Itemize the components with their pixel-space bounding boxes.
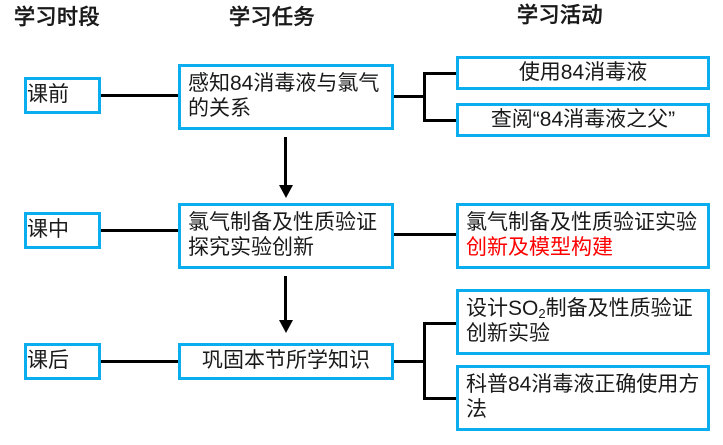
- activity-label-row2-1: 氯气制备及性质验证实验创新及模型构建: [466, 211, 707, 261]
- column-header-activity: 学习活动: [517, 4, 603, 27]
- connector-stage-task-row1: [101, 94, 179, 97]
- activity-label-row1-1: 使用84消毒液: [518, 60, 648, 84]
- flow-arrow-1-head: [279, 185, 293, 198]
- bracket-arm-row3-activity1: [423, 322, 459, 325]
- connector-stage-task-row2: [101, 229, 179, 232]
- task-box-row3[interactable]: 巩固本节所学知识: [178, 343, 394, 380]
- activity-label-row1-2: 查阅“84消毒液之父”: [490, 107, 676, 131]
- activity-label-row2-1-highlight: 创新及模型构建: [466, 236, 613, 259]
- connector-task-activity-row2: [394, 233, 456, 236]
- activity-box-row3-1[interactable]: 设计SO2制备及性质验证创新实验: [456, 289, 710, 355]
- activity-label-row3-1-subscript: 2: [538, 306, 546, 322]
- stage-label-row1: 课前: [27, 83, 69, 107]
- activity-label-row2-1-black: 氯气制备及性质验证实验: [466, 211, 697, 235]
- flow-arrow-2-stem: [284, 276, 287, 322]
- activity-box-row1-2[interactable]: 查阅“84消毒液之父”: [456, 103, 710, 137]
- task-label-row1: 感知84消毒液与氯气的关系: [188, 72, 380, 120]
- stage-box-row2[interactable]: 课中: [24, 212, 101, 249]
- bracket-arm-row3-activity2: [423, 397, 459, 400]
- stage-label-row2: 课中: [27, 218, 69, 242]
- bracket-arm-row1-activity1: [423, 72, 459, 75]
- bracket-arm-row1-activity2: [423, 119, 459, 122]
- connector-task-bracket-row3: [394, 360, 426, 363]
- activity-label-row3-1-part2: 制备及性质验证创新实验: [466, 297, 693, 345]
- activity-label-row3-1-part1: 设计SO: [466, 297, 539, 321]
- task-label-row3: 巩固本节所学知识: [202, 349, 370, 373]
- connector-task-bracket-row1: [394, 95, 426, 98]
- bracket-spine-row3: [423, 322, 426, 400]
- activity-label-row3-2: 科普84消毒液正确使用方法: [466, 373, 700, 421]
- activity-box-row1-1[interactable]: 使用84消毒液: [456, 56, 710, 90]
- column-header-stage: 学习时段: [14, 6, 100, 29]
- task-box-row2[interactable]: 氯气制备及性质验证探究实验创新: [178, 203, 394, 269]
- stage-box-row3[interactable]: 课后: [24, 343, 101, 380]
- stage-label-row3: 课后: [27, 349, 69, 373]
- bracket-spine-row1: [423, 72, 426, 122]
- connector-stage-task-row3: [101, 360, 179, 363]
- task-label-row2: 氯气制备及性质验证探究实验创新: [188, 211, 377, 259]
- column-header-task: 学习任务: [229, 6, 315, 29]
- flow-arrow-1-stem: [284, 137, 287, 187]
- activity-box-row2-1[interactable]: 氯气制备及性质验证实验创新及模型构建: [456, 203, 710, 269]
- activity-box-row3-2[interactable]: 科普84消毒液正确使用方法: [456, 365, 710, 431]
- flow-arrow-2-head: [279, 320, 293, 333]
- task-box-row1[interactable]: 感知84消毒液与氯气的关系: [178, 64, 394, 130]
- stage-box-row1[interactable]: 课前: [24, 77, 101, 114]
- activity-label-row3-1: 设计SO2制备及性质验证创新实验: [466, 297, 707, 347]
